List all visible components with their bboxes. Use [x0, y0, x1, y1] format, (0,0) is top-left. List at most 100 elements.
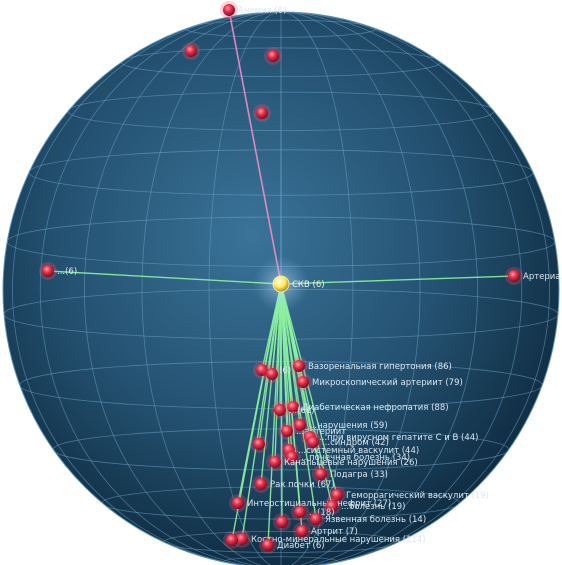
- graph-node[interactable]: [182, 42, 200, 60]
- graph-node[interactable]: Канальцевые нарушения (26): [266, 453, 418, 471]
- graph-node-dot[interactable]: [223, 4, 235, 16]
- graph-link: [241, 283, 282, 540]
- graph-node-dot[interactable]: [256, 364, 268, 376]
- graph-node-label: ...синдром (42): [322, 438, 389, 448]
- graph-link: [280, 275, 515, 285]
- graph-node[interactable]: [263, 365, 281, 383]
- graph-node-dot[interactable]: [232, 497, 244, 509]
- graph-node[interactable]: Костно-минеральные нарушения (114): [233, 530, 426, 548]
- graph-node-label: ...системный васкулит (44): [298, 446, 419, 456]
- graph-node-dot[interactable]: [269, 456, 281, 468]
- graph-node[interactable]: ...почечная болезнь (34): [283, 448, 410, 466]
- graph-node-dot[interactable]: [274, 404, 286, 416]
- graph-link: [267, 283, 282, 546]
- graph-node-dot[interactable]: [293, 360, 305, 372]
- graph-link: [280, 283, 338, 496]
- graph-node[interactable]: ...(18): [291, 503, 335, 521]
- graph-link: [260, 283, 282, 485]
- graph-node-label: Артрит (7): [311, 527, 358, 537]
- graph-node[interactable]: ...болезнь (19): [323, 497, 405, 515]
- graph-node-label: Микроскопический артериит (79): [312, 378, 463, 388]
- graph-node[interactable]: Подагра (33): [312, 465, 388, 483]
- graph-node[interactable]: ...(6): [39, 262, 77, 280]
- graph-node-dot[interactable]: [276, 516, 288, 528]
- graph-node-label: Канальцевые нарушения (26): [284, 458, 418, 468]
- graph-node[interactable]: Диабет (6): [259, 536, 325, 554]
- graph-node-dot[interactable]: [256, 107, 268, 119]
- longitude-line: [12, 12, 550, 565]
- graph-node-label: ...(6): [271, 366, 291, 376]
- center-node-label: СКВ (6): [292, 280, 325, 290]
- graph-node[interactable]: Анемия (6): [220, 1, 286, 19]
- graph-node-dot[interactable]: [287, 401, 299, 413]
- longitude-line: [39, 12, 523, 565]
- graph-node-dot[interactable]: [253, 438, 265, 450]
- graph-node-dot[interactable]: [296, 525, 308, 537]
- graph-node-label: ...болезнь (19): [341, 502, 405, 512]
- graph-node-dot[interactable]: [255, 478, 267, 490]
- graph-node-label: Артериальная: [523, 272, 562, 282]
- graph-node-dot[interactable]: [310, 513, 322, 525]
- longitude-line: [141, 12, 421, 565]
- graph-node-dot[interactable]: [267, 50, 279, 62]
- graph-node[interactable]: ...нарушения (59): [291, 416, 388, 434]
- graph-node-dot[interactable]: [315, 468, 327, 480]
- graph-node[interactable]: Интерстициальный нефрит (27): [229, 494, 391, 512]
- sphere-outline: [2, 11, 560, 565]
- graph-node-dot[interactable]: [266, 368, 278, 380]
- graph-node-label: ...при вирусном гепатите С и В (44): [319, 433, 478, 443]
- graph-node-dot[interactable]: [226, 534, 238, 546]
- graph-node-label: ...нарушения (59): [309, 421, 388, 431]
- graph-node[interactable]: Артрит (7): [293, 522, 358, 540]
- graph-node-label: ...(6): [57, 267, 77, 277]
- graph-node-dot[interactable]: [307, 436, 319, 448]
- graph-node-label: Язвенная болезнь (14): [325, 515, 426, 525]
- graph-node[interactable]: Диабетическая нефропатия (88): [284, 398, 449, 416]
- graph-node-dot[interactable]: [294, 419, 306, 431]
- graph-node-label: ...(61): [289, 406, 315, 416]
- graph-node-dot[interactable]: [331, 489, 343, 501]
- graph-node-dot[interactable]: [262, 539, 274, 551]
- graph-node-dot[interactable]: [326, 500, 338, 512]
- graph-node-dot[interactable]: [42, 265, 54, 277]
- graph-node[interactable]: Язвенная болезнь (14): [307, 510, 426, 528]
- center-node[interactable]: [272, 275, 290, 293]
- graph-link: [231, 283, 282, 541]
- graph-node-dot[interactable]: [297, 376, 309, 388]
- graph-node[interactable]: Рак почки (67): [252, 475, 335, 493]
- graph-node[interactable]: Артериальная: [505, 267, 562, 285]
- graph-nodes[interactable]: Анемия (6) ...(6) АртериальнаяВазоренальна…: [39, 1, 562, 554]
- graph-node-label: Диабет (6): [277, 541, 325, 551]
- longitude-line: [208, 12, 354, 565]
- graph-node[interactable]: Микроскопический артериит (79): [294, 373, 463, 391]
- graph-node[interactable]: [273, 513, 291, 531]
- graph-node[interactable]: [253, 104, 271, 122]
- graph-node[interactable]: Вазоренальная гипертония (86): [290, 357, 452, 375]
- graph-node-label: ...артериит: [296, 427, 346, 437]
- graph-node[interactable]: ...(61): [271, 401, 315, 419]
- graph-node-dot[interactable]: [508, 270, 520, 282]
- longitude-line: [84, 12, 478, 565]
- graph-node-label: Рак почки (67): [270, 480, 335, 490]
- graph-node[interactable]: ...артериит: [278, 422, 346, 440]
- graph-node-dot[interactable]: [286, 451, 298, 463]
- graph-node-label: Геморрагический васкулит (19): [346, 491, 489, 501]
- graph-node-label: ...почечная болезнь (34): [301, 453, 410, 463]
- graph-node-label: Интерстициальный нефрит (27): [247, 499, 391, 509]
- graph-node-dot[interactable]: [281, 425, 293, 437]
- graph-node-dot[interactable]: [236, 533, 248, 545]
- graph-node[interactable]: [250, 435, 268, 453]
- graph-node[interactable]: [264, 47, 282, 65]
- graph-node-label: Вазоренальная гипертония (86): [308, 362, 452, 372]
- graph-node-label: Костно-минеральные нарушения (114): [251, 535, 426, 545]
- graph-node-label: Анемия (6): [238, 6, 286, 16]
- graph-node[interactable]: ...синдром (42): [304, 433, 389, 451]
- graph-node[interactable]: Геморрагический васкулит (19): [328, 486, 489, 504]
- graph-node-dot[interactable]: [294, 506, 306, 518]
- graph-link: [280, 283, 283, 523]
- graph-node-dot[interactable]: [185, 45, 197, 57]
- graph-node-label: Диабетическая нефропатия (88): [302, 403, 449, 413]
- graph-node[interactable]: [223, 531, 241, 549]
